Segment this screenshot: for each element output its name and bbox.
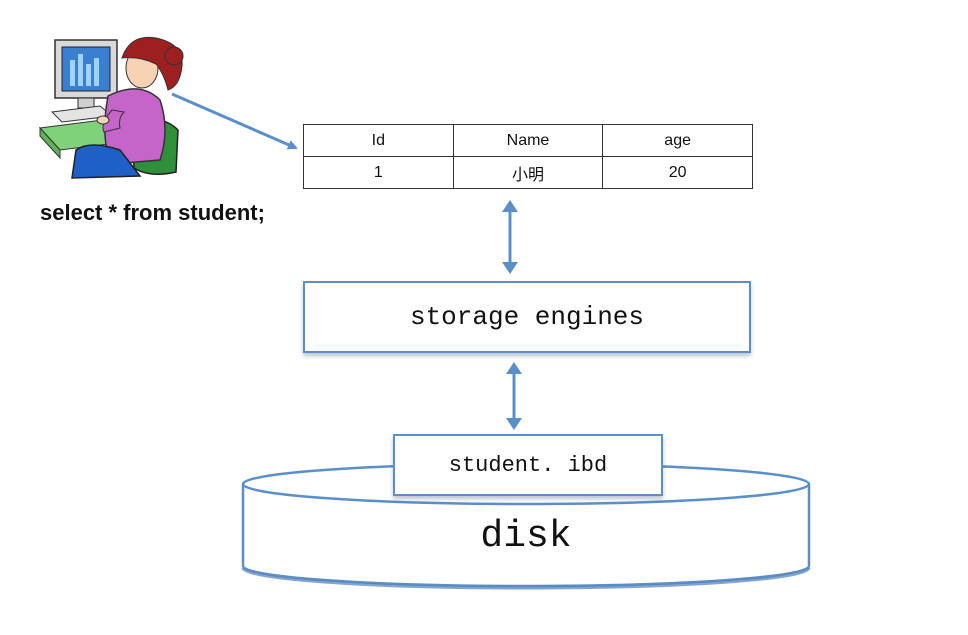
table-cell: 1	[303, 156, 454, 189]
table-engine-double-arrow	[502, 200, 518, 274]
table-header-cell: age	[602, 124, 753, 157]
engine-file-double-arrow	[506, 362, 522, 430]
result-table: Id Name age 1 小明 20	[303, 124, 753, 189]
table-header-row: Id Name age	[303, 124, 753, 157]
user-at-computer-icon	[38, 36, 184, 179]
table-cell: 小明	[452, 156, 604, 189]
sql-query-text: select * from student;	[40, 200, 265, 225]
table-header-cell: Name	[452, 124, 604, 157]
table-header-cell: Id	[303, 124, 454, 157]
table-row: 1 小明 20	[303, 156, 753, 189]
query-arrow	[171, 92, 298, 150]
student-ibd-file-box: student. ibd	[393, 434, 663, 496]
table-cell: 20	[602, 156, 753, 189]
disk-label: disk	[480, 515, 572, 558]
storage-engines-box: storage engines	[303, 281, 751, 353]
